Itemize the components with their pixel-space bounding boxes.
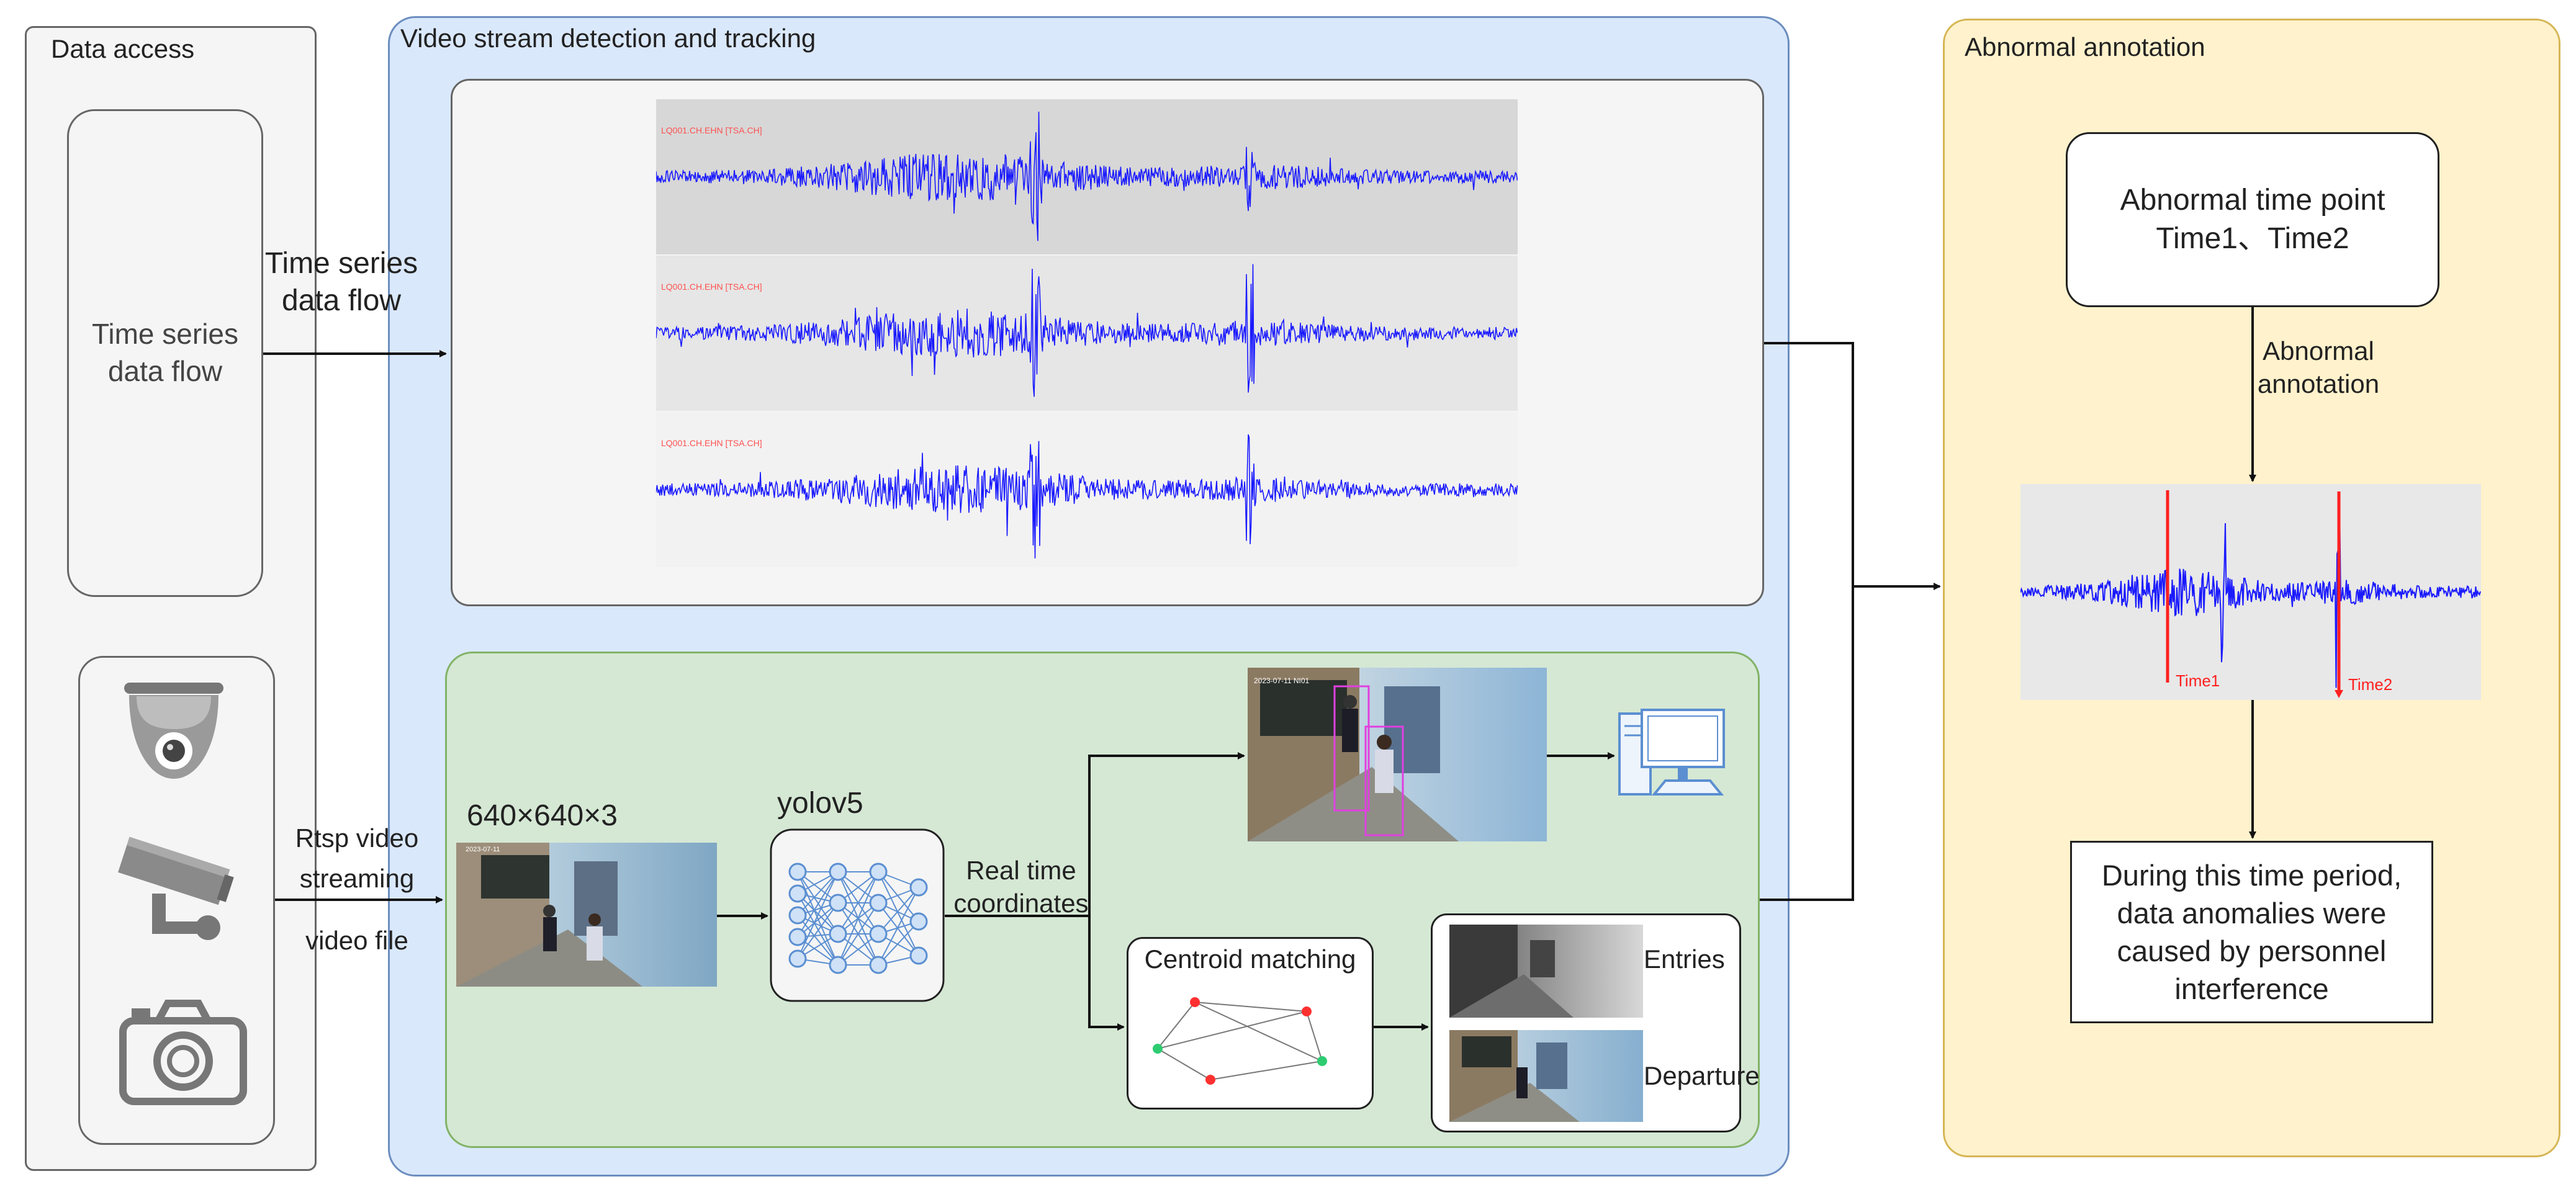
nn-node xyxy=(788,906,807,925)
entries-frame-image xyxy=(1449,925,1643,1018)
video-file-label: video file xyxy=(305,926,408,955)
input-frame-image: 2023-07-11 xyxy=(456,843,717,987)
time-series-source-box: Time series data flow xyxy=(67,109,263,597)
waveform-strip-2: LQ001.CH.EHN [TSA.CH] xyxy=(656,256,1518,411)
input-size-label: 640×640×3 xyxy=(467,799,618,832)
time-series-source-label: Time series data flow xyxy=(92,318,238,387)
abnormal-time-point-box: Abnormal time point Time1、Time2 xyxy=(2066,132,2439,307)
centroid-matching-label: Centroid matching xyxy=(1144,944,1356,974)
nn-node xyxy=(869,925,888,943)
yolov5-label: yolov5 xyxy=(777,787,863,820)
nn-node xyxy=(829,956,847,974)
departure-frame-image xyxy=(1449,1030,1643,1122)
real-time-coordinates-label: Real time coordinates xyxy=(953,856,1089,918)
nn-node xyxy=(829,863,847,881)
strip-3-tiny-label: LQ001.CH.EHN [TSA.CH] xyxy=(661,438,762,448)
nn-node xyxy=(869,863,888,881)
nn-node xyxy=(909,878,928,897)
waveform-output-line xyxy=(1764,342,1854,586)
nn-node xyxy=(788,949,807,968)
entries-label: Entries xyxy=(1644,944,1725,974)
centroid-graph xyxy=(1136,990,1350,1095)
strip-2-tiny-label: LQ001.CH.EHN [TSA.CH] xyxy=(661,282,762,292)
nn-node xyxy=(788,863,807,881)
data-access-title: Data access xyxy=(51,34,195,63)
detection-frame-image: 2023-07-11 NI01 xyxy=(1248,668,1547,841)
nn-node xyxy=(909,912,928,931)
abnormal-annotation-title: Abnormal annotation xyxy=(1965,32,2205,61)
video-detection-title: Video stream detection and tracking xyxy=(400,24,816,53)
nn-node xyxy=(829,925,847,943)
pipeline-output-line xyxy=(1760,586,1854,901)
computer-icon xyxy=(1618,709,1725,796)
conclusion-label: During this time period, data anomalies … xyxy=(2101,858,2402,1006)
yolov5-network-box xyxy=(770,828,945,1002)
annotated-waveform: Time1 Time2 xyxy=(2020,484,2481,700)
svg-text:2023-07-11: 2023-07-11 xyxy=(466,846,500,853)
abnormal-annotation-arrow-label: Abnormal annotation xyxy=(2257,336,2380,398)
coords-to-centroid-arrow xyxy=(1088,916,1125,1031)
nn-node xyxy=(788,884,807,903)
strip-1-tiny-label: LQ001.CH.EHN [TSA.CH] xyxy=(661,125,762,135)
cctv-camera-icon xyxy=(118,836,234,940)
waveform-strip-3: LQ001.CH.EHN [TSA.CH] xyxy=(656,412,1518,567)
conclusion-box: During this time period, data anomalies … xyxy=(2070,841,2433,1023)
nn-node xyxy=(869,956,888,974)
nn-node xyxy=(829,894,847,912)
svg-text:2023-07-11 NI01: 2023-07-11 NI01 xyxy=(1254,676,1310,685)
nn-node xyxy=(788,928,807,946)
dome-camera-icon xyxy=(124,683,223,779)
nn-node xyxy=(909,946,928,965)
rtsp-flow-label: Rtsp video streaming xyxy=(295,823,419,894)
abnormal-time-point-label: Abnormal time point Time1、Time2 xyxy=(2120,183,2385,255)
time1-marker-label: Time1 xyxy=(2176,671,2220,690)
nn-node xyxy=(869,894,888,912)
time2-marker-label: Time2 xyxy=(2348,675,2392,694)
waveform-strip-1: LQ001.CH.EHN [TSA.CH] xyxy=(656,99,1518,254)
photo-camera-icon xyxy=(119,1000,247,1105)
coords-to-detection-arrow xyxy=(1088,752,1245,916)
departure-label: Departure xyxy=(1644,1061,1760,1090)
time-series-flow-label: Time series data flow xyxy=(264,247,418,317)
